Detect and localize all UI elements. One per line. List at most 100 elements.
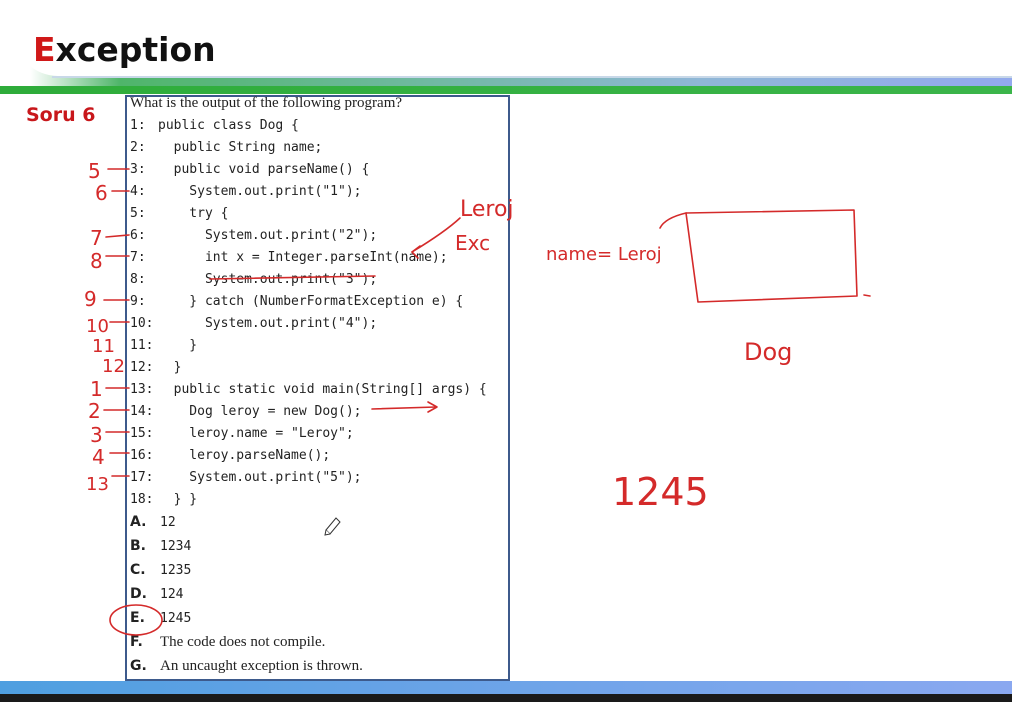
slide-title: Exception: [33, 30, 216, 69]
title-rest: xception: [55, 30, 216, 69]
code-line: 2: public String name;: [130, 137, 322, 159]
answer-letter: D.: [130, 586, 147, 602]
answer-text: 1245: [160, 611, 192, 626]
answer-text: An uncaught exception is thrown.: [160, 658, 363, 674]
code-line: 15: leroy.name = "Leroy";: [130, 423, 354, 445]
title-first-letter: E: [33, 30, 56, 69]
answer-text: 124: [160, 587, 184, 602]
code-line: 3: public void parseName() {: [130, 159, 369, 181]
step-number: 12: [102, 356, 125, 377]
code-text: }: [158, 360, 182, 375]
header-green-bar: [0, 86, 1012, 94]
line-number: 4:: [130, 184, 146, 199]
line-number: 9:: [130, 294, 146, 309]
code-text: try {: [158, 206, 229, 221]
answer-option-a[interactable]: A. 12: [130, 510, 176, 534]
code-text: System.out.print("3");: [158, 272, 378, 287]
name-assignment: name= Leroj: [546, 244, 662, 265]
line-number: 7:: [130, 250, 146, 265]
code-line: 12: }: [130, 357, 181, 379]
answer-option-c[interactable]: C. 1235: [130, 558, 191, 582]
line-number: 12:: [130, 360, 154, 375]
answer-text: 12: [160, 515, 176, 530]
code-text: Dog leroy = new Dog();: [158, 404, 362, 419]
step-number: 11: [92, 336, 115, 357]
answer-option-b[interactable]: B. 1234: [130, 534, 191, 558]
step-number: 13: [86, 474, 109, 495]
step-number: 4: [92, 445, 105, 469]
code-line: 7: int x = Integer.parseInt(name);: [130, 247, 448, 269]
box-stroke: [863, 294, 871, 297]
footer-edge: [0, 694, 1012, 702]
arrow-to-object: [371, 406, 437, 410]
code-text: public void parseName() {: [158, 162, 370, 177]
answer-text: 1235: [160, 563, 192, 578]
answer-letter: E.: [130, 610, 145, 626]
code-text: public String name;: [158, 140, 323, 155]
step-number: 2: [88, 399, 101, 423]
result-answer: 1245: [612, 470, 709, 514]
answer-letter: C.: [130, 562, 146, 578]
code-line: 9: } catch (NumberFormatException e) {: [130, 291, 463, 313]
step-number: 6: [95, 181, 108, 205]
step-number: 10: [86, 316, 109, 337]
pencil-cursor-icon: [324, 517, 341, 536]
footer-bar: [0, 681, 1012, 694]
code-text: System.out.print("2");: [158, 228, 378, 243]
line-number: 3:: [130, 162, 146, 177]
header-divider: [52, 76, 1012, 78]
line-number: 16:: [130, 448, 154, 463]
code-text: leroy.name = "Leroy";: [158, 426, 354, 441]
line-number: 10:: [130, 316, 154, 331]
code-line: 6: System.out.print("2");: [130, 225, 377, 247]
code-text: System.out.print("5");: [158, 470, 362, 485]
answer-letter: B.: [130, 538, 146, 554]
code-text: public class Dog {: [158, 118, 299, 133]
title-area: [14, 0, 1012, 76]
line-number: 15:: [130, 426, 154, 441]
step-number: 3: [90, 423, 103, 447]
dog-label: Dog: [744, 338, 792, 366]
answer-text: The code does not compile.: [160, 634, 326, 650]
code-text: int x = Integer.parseInt(name);: [158, 250, 448, 265]
dog-object-box: [685, 209, 858, 303]
answer-option-f[interactable]: F.The code does not compile.: [130, 630, 325, 654]
line-number: 2:: [130, 140, 146, 155]
code-text: leroy.parseName();: [158, 448, 331, 463]
code-text: }: [158, 338, 198, 353]
pointer-arrow-icon: [659, 212, 687, 229]
tick-mark: [105, 234, 130, 238]
code-text: } catch (NumberFormatException e) {: [158, 294, 464, 309]
step-number: 9: [84, 287, 97, 311]
code-line: 16: leroy.parseName();: [130, 445, 330, 467]
code-line: 1:public class Dog {: [130, 115, 299, 137]
code-line: 11: }: [130, 335, 197, 357]
answer-option-e[interactable]: E. 1245: [130, 606, 191, 630]
code-line: 14: Dog leroy = new Dog();: [130, 401, 362, 423]
code-line: 17: System.out.print("5");: [130, 467, 362, 489]
step-number: 7: [90, 226, 103, 250]
exc-label: Exc: [455, 231, 490, 255]
leroj-label: Leroj: [460, 197, 514, 222]
code-line: 4: System.out.print("1");: [130, 181, 362, 203]
code-text: public static void main(String[] args) {: [158, 382, 487, 397]
strike-through: [209, 275, 376, 280]
answer-letter: A.: [130, 514, 147, 530]
answer-option-g[interactable]: G.An uncaught exception is thrown.: [130, 654, 363, 678]
code-line: 5: try {: [130, 203, 228, 225]
code-line: 13: public static void main(String[] arg…: [130, 379, 487, 401]
section-label: Soru 6: [26, 104, 96, 126]
line-number: 14:: [130, 404, 154, 419]
code-text: } }: [158, 492, 198, 507]
code-line: 18: } }: [130, 489, 197, 511]
code-line: 8: System.out.print("3");: [130, 269, 377, 291]
line-number: 18:: [130, 492, 154, 507]
line-number: 8:: [130, 272, 146, 287]
answer-text: 1234: [160, 539, 192, 554]
line-number: 11:: [130, 338, 154, 353]
line-number: 6:: [130, 228, 146, 243]
code-line: 10: System.out.print("4");: [130, 313, 377, 335]
answer-option-d[interactable]: D. 124: [130, 582, 183, 606]
line-number: 5:: [130, 206, 146, 221]
